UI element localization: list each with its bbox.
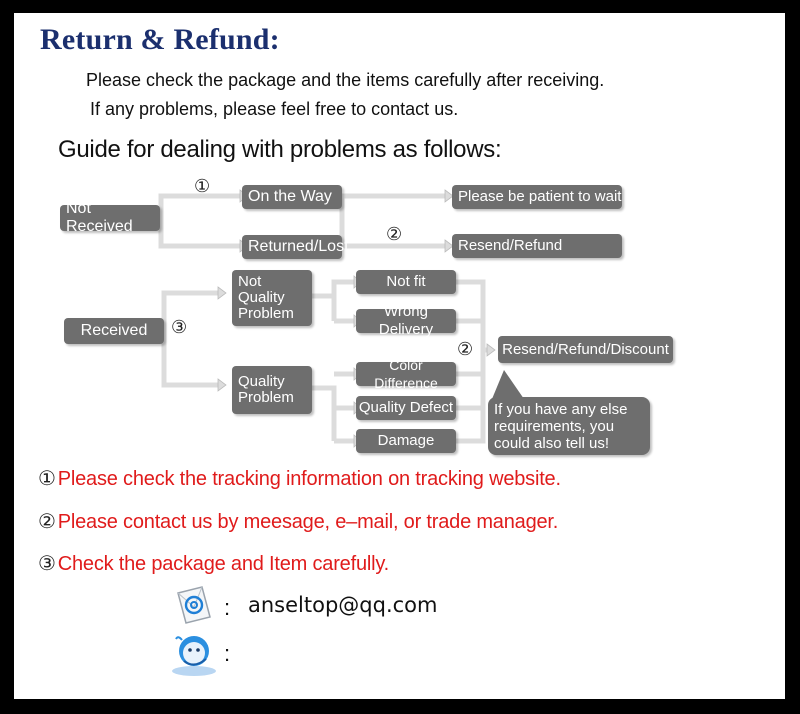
flow-connectors [158,189,524,448]
marker-2: ② [386,224,403,244]
guide-heading: Guide for dealing with problems as follo… [58,136,502,163]
return-refund-panel: Return & Refund: Please check the packag… [14,13,785,699]
node-color-difference: Color Difference [356,357,456,391]
node-quality-defect: Quality Defect [356,396,456,420]
node-on-the-way: On the Way [242,185,342,209]
email-separator: : [224,595,231,620]
node-resend-refund-discount: Resend/Refund/Discount [498,336,673,363]
node-not-received: Not Received [60,200,160,235]
email-address[interactable]: anseltop@qq.com [248,593,438,617]
intro-line-1: Please check the package and the items c… [86,70,605,90]
node-not-fit: Not fit [356,270,456,294]
chat-separator: : [224,641,231,666]
marker-1: ① [194,176,211,196]
chat-icon [172,636,216,676]
page-title: Return & Refund: [40,23,280,56]
node-quality-problem: Quality Problem [232,366,312,414]
node-received: Received [64,318,164,344]
node-returned-lost: Returned/Lost [242,235,349,259]
node-wrong-delivery: Wrong Delivery [356,303,456,338]
node-damage: Damage [356,429,456,453]
node-resend-refund: Resend/Refund [452,234,622,258]
marker-2b: ② [457,339,474,359]
node-please-be-patient: Please be patient to wait [452,185,622,209]
note-bubble: If you have any else requirements, you c… [488,397,650,455]
email-icon [177,586,211,624]
intro-line-2: If any problems, please feel free to con… [90,99,459,119]
marker-3: ③ [171,317,188,337]
node-not-quality-problem: Not Quality Problem [232,270,312,326]
